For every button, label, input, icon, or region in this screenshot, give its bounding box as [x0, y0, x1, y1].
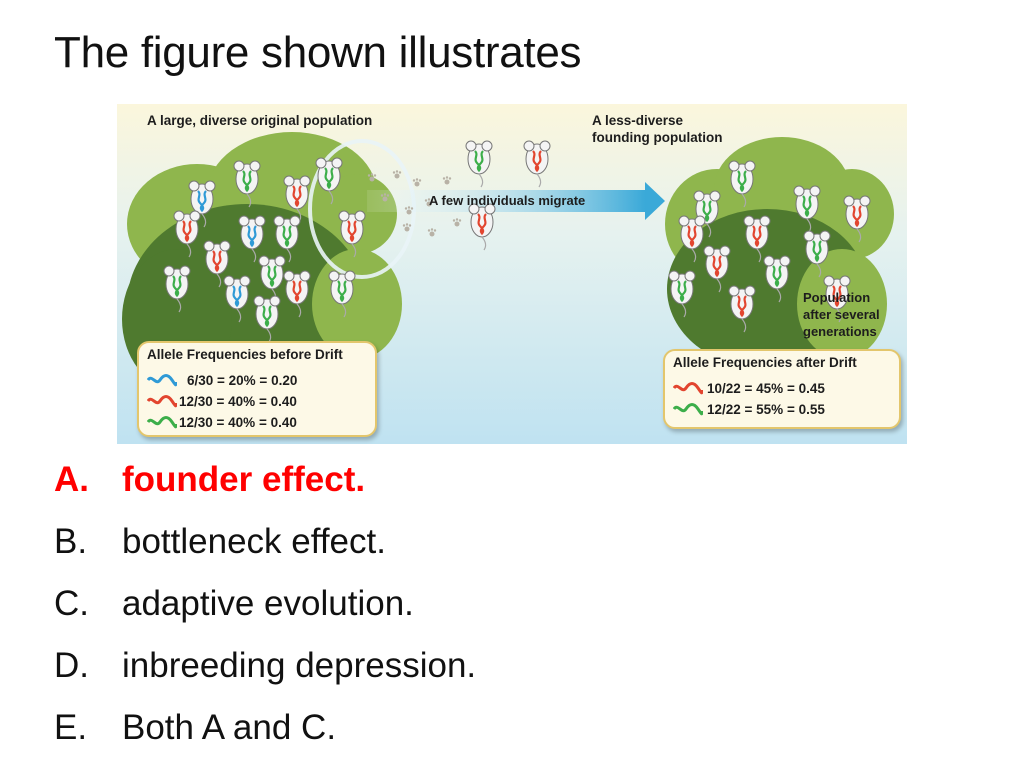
mouse-icon	[253, 295, 281, 343]
mouse-icon	[465, 140, 493, 188]
mouse-icon	[283, 270, 311, 318]
paw-print-icon	[412, 178, 422, 187]
original-population-label: A large, diverse original population	[147, 113, 373, 128]
answer-letter: A.	[54, 460, 89, 499]
answer-text: founder effect.	[122, 460, 366, 499]
mouse-icon	[233, 160, 261, 208]
mouse-icon	[728, 160, 756, 208]
mouse-icon	[328, 270, 356, 318]
paw-print-icon	[392, 170, 402, 179]
answer-b[interactable]: B. bottleneck effect.	[54, 518, 476, 580]
mouse-icon	[468, 203, 496, 251]
mouse-icon	[338, 210, 366, 258]
paw-print-icon	[442, 176, 452, 185]
mouse-icon	[743, 215, 771, 263]
mouse-icon	[223, 275, 251, 323]
answer-e[interactable]: E. Both A and C.	[54, 704, 476, 766]
mouse-icon	[678, 215, 706, 263]
mouse-icon	[258, 255, 286, 303]
answer-text: bottleneck effect.	[122, 522, 386, 561]
mouse-icon	[763, 255, 791, 303]
red-allele-icon	[673, 382, 703, 395]
mouse-icon	[728, 285, 756, 333]
figure-illustration	[122, 132, 894, 404]
answer-a[interactable]: A. founder effect.	[54, 456, 476, 518]
answer-letter: B.	[54, 522, 88, 561]
answer-text: Both A and C.	[122, 708, 337, 747]
blue-allele-icon	[147, 374, 177, 387]
answer-text: adaptive evolution.	[122, 584, 414, 623]
migration-arrow	[367, 182, 665, 220]
paw-print-icon	[380, 193, 390, 202]
answer-letter: D.	[54, 646, 89, 685]
mouse-icon	[203, 240, 231, 288]
green-allele-icon	[673, 403, 703, 416]
answer-c[interactable]: C. adaptive evolution.	[54, 580, 476, 642]
before-drift-box: Allele Frequencies before Drift 6/30 = 2…	[137, 341, 377, 437]
paw-print-icon	[427, 228, 437, 237]
mouse-icon	[273, 215, 301, 263]
after-drift-box: Allele Frequencies after Drift 10/22 = 4…	[663, 349, 901, 429]
mouse-icon	[523, 140, 551, 188]
mouse-icon	[163, 265, 191, 313]
answer-d[interactable]: D. inbreeding depression.	[54, 642, 476, 704]
paw-print-icon	[452, 218, 462, 227]
migration-label: A few individuals migrate	[429, 193, 586, 208]
answer-text: inbreeding depression.	[122, 646, 477, 685]
mouse-icon	[823, 275, 851, 323]
answer-letter: C.	[54, 584, 89, 623]
answer-letter: E.	[54, 708, 88, 747]
mouse-icon	[843, 195, 871, 243]
mouse-icon	[173, 210, 201, 258]
mouse-icon	[703, 245, 731, 293]
after-drift-title: Allele Frequencies after Drift	[673, 355, 857, 370]
mouse-icons	[163, 140, 871, 343]
paw-print-icon	[402, 223, 412, 232]
paw-print-icon	[367, 173, 377, 182]
founding-population-label: A less-diverse founding population	[592, 113, 723, 145]
mouse-icon	[315, 157, 343, 205]
mouse-icon	[803, 230, 831, 278]
mouse-icon	[668, 270, 696, 318]
red-allele-icon	[147, 395, 177, 408]
before-drift-title: Allele Frequencies before Drift	[147, 347, 343, 362]
mouse-icon	[238, 215, 266, 263]
paw-print-icons	[367, 170, 462, 237]
after-generations-label: Population after several generations	[803, 290, 880, 339]
slide-title: The figure shown illustrates	[54, 28, 582, 77]
answer-choices: A. founder effect. B. bottleneck effect. C…	[54, 456, 476, 766]
paw-print-icon	[424, 198, 434, 207]
mouse-icon	[188, 180, 216, 228]
founder-effect-figure: A large, diverse original population A l…	[117, 104, 907, 444]
green-allele-icon	[147, 416, 177, 429]
paw-print-icon	[404, 206, 414, 215]
